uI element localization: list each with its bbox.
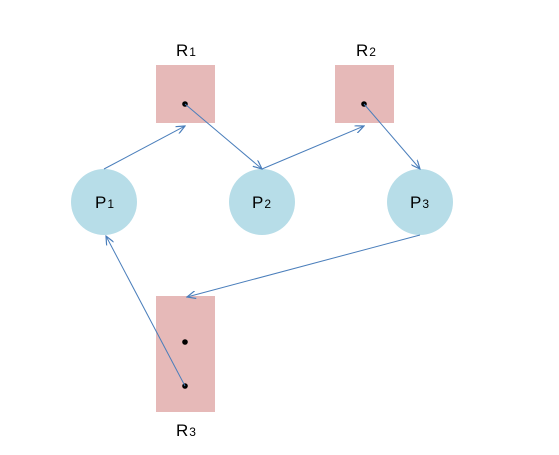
resource-r3-instance-dot [182, 339, 188, 345]
edge-r1-to-p2-arrow [184, 103, 262, 169]
process-p1: P1 [71, 169, 137, 235]
process-p2-node [229, 169, 295, 235]
resource-r3-box [156, 296, 215, 412]
resource-r2-label: R2 [356, 41, 376, 60]
resource-r1-box [156, 65, 215, 123]
process-p2-label: P2 [252, 193, 271, 212]
resource-r3: R3 [156, 296, 215, 440]
resource-r1: R1 [156, 41, 215, 123]
resource-r2: R2 [335, 41, 394, 123]
resource-r2-box [335, 65, 394, 123]
edge-r2-to-p3-arrow [363, 103, 420, 169]
process-p1-node [71, 169, 137, 235]
process-p1-label: P1 [95, 193, 114, 212]
edge-r3-to-p1-arrow [106, 236, 186, 387]
process-p2: P2 [229, 169, 295, 235]
process-p3-node [387, 169, 453, 235]
process-p3-label: P3 [410, 193, 429, 212]
resource-r1-label: R1 [176, 41, 196, 60]
edge-p3-to-r3-arrow [187, 234, 421, 297]
edge-p2-to-r2-arrow [261, 126, 364, 170]
process-p3: P3 [387, 169, 453, 235]
resource-r3-label: R3 [176, 421, 196, 440]
edge-p1-to-r1-arrow [103, 126, 185, 170]
